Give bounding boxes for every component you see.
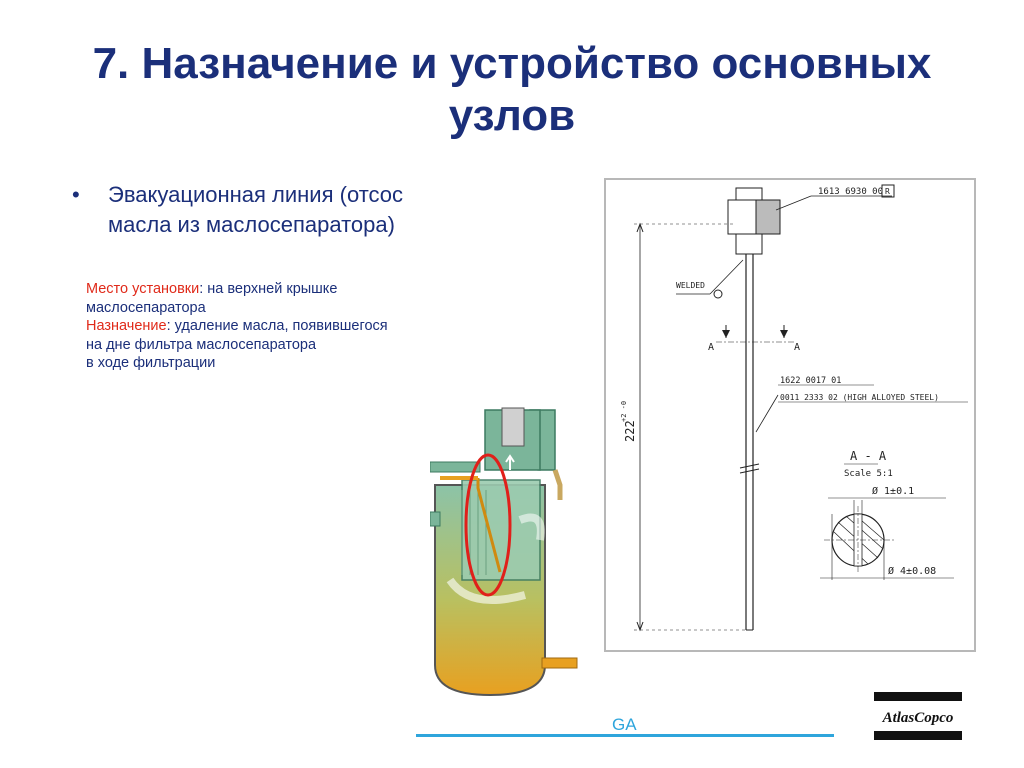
bullet-marker: • [72,182,80,207]
slide-title: 7. Назначение и устройство основных узло… [40,38,984,142]
purpose-text-1: : удаление масла, появившегося [166,318,388,334]
install-text-1: : на верхней крышке [199,281,338,297]
install-label: Место установки [86,281,200,297]
install-line: Место установки: на верхней крышке [86,280,486,299]
section-arrow-right [780,330,788,338]
atlas-copco-logo: AtlasCopco [872,690,964,742]
bullet-line-1: Эвакуационная линия (отсос [108,182,404,207]
purpose-text-2: на дне фильтра маслосепаратора [86,336,317,353]
oil-separator-svg [429,407,578,697]
info-block: Место установки: на верхней крышке масло… [86,280,486,373]
weld-label: WELDED [676,281,705,290]
leader-mid [755,394,779,433]
section-title: A - A [850,449,887,463]
revision-box [881,184,895,198]
valve [501,407,525,447]
logo-svg: AtlasCopco [874,692,962,740]
inlet-pipe [429,511,441,527]
fitting-hatch [755,199,781,235]
logo-bar-top [874,692,962,701]
length-dim-tol: +2 -0 [620,401,628,422]
filter-element [461,479,541,581]
filter-lines [461,490,487,575]
inner-diameter: Ø 1±0.1 [872,485,914,497]
oil-outlet-pipe [541,657,578,669]
weld-leader [709,259,744,295]
section-arrow-left [722,330,730,338]
length-dim-text: 222 [623,420,637,442]
section-label-left: A [708,342,714,353]
section-label-right: A [794,342,800,353]
footer-line [416,734,834,737]
bullet-text: Эвакуационная линия (отсос масла из масл… [108,180,508,240]
scavenge-line [476,478,502,573]
purpose-line: Назначение: удаление масла, появившегося [86,317,486,336]
fitting-nut [735,187,763,201]
part-number-mid-2: 0011 2333 02 (HIGH ALLOYED STEEL) [780,393,939,402]
section-scale: Scale 5:1 [844,469,893,479]
part-number-top: 1613 6930 00 [818,187,883,197]
flow-arrow-2 [518,513,545,541]
logo-bar-bottom [874,731,962,740]
flow-arrow [446,577,527,604]
install-text-2: маслосепаратора [86,299,206,316]
break-mark-2 [739,468,760,474]
top-pipe [429,461,481,473]
oil-separator-illustration [429,400,590,700]
purpose-text-3: в ходе фильтрации [86,355,216,371]
footer-ga-label: GA [612,715,637,734]
break-mark-1 [739,463,760,469]
leader-top [775,195,812,211]
purpose-label: Назначение [86,318,167,334]
title-line-2: узлов [448,91,576,140]
dim-arrows [636,222,644,632]
outer-diameter: Ø 4±0.08 [888,565,936,577]
title-line-1: 7. Назначение и устройство основных [92,39,932,88]
part-number-mid-1: 1622 0017 01 [780,376,841,386]
weld-symbol [713,289,723,299]
highlight-ellipse [464,453,512,597]
safety-valve [552,469,563,500]
fitting-thread [735,233,763,255]
bullet-line-2: масла из маслосепаратора) [108,212,395,237]
technical-drawing: 222 +2 -0 1613 6930 00 R WELDED A A 1622… [604,178,976,652]
up-arrow [505,454,515,470]
drawing-svg: 222 +2 -0 1613 6930 00 R WELDED A A 1622… [620,184,968,632]
logo-text: AtlasCopco [882,710,954,726]
revision-text: R [885,187,890,196]
